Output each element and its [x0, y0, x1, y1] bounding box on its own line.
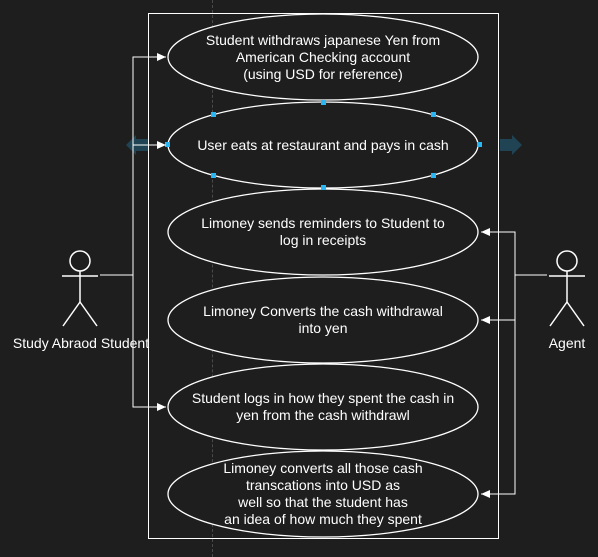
use-case-uc1-label: Student withdraws japanese Yen from Amer…	[205, 31, 441, 82]
student-connectors[interactable]	[100, 53, 166, 411]
alignment-guide	[212, 0, 213, 557]
student-actor-figure[interactable]	[62, 250, 98, 327]
use-case-uc5-ellipse[interactable]	[167, 363, 479, 451]
use-case-uc2-label: User eats at restaurant and pays in cash	[197, 136, 449, 153]
agent-connectors[interactable]	[481, 228, 547, 498]
hover-arrow-right-icon[interactable]	[500, 135, 522, 155]
use-case-uc4-label: Limoney Converts the cash withdrawal int…	[203, 303, 443, 336]
use-case-uc6-ellipse[interactable]	[167, 450, 479, 538]
student-actor-label: Study Abraod Student	[12, 335, 150, 351]
use-case-uc4-ellipse[interactable]	[167, 276, 479, 364]
use-case-uc6-label: Limoney converts all those cash transcat…	[223, 460, 423, 527]
selection-handles[interactable]	[165, 100, 482, 190]
agent-actor-label: Agent	[548, 335, 586, 351]
use-case-uc5-label: Student logs in how they spent the cash …	[191, 390, 455, 423]
agent-actor-figure[interactable]	[549, 250, 585, 327]
use-case-uc3-label: Limoney sends reminders to Student to lo…	[201, 215, 445, 248]
